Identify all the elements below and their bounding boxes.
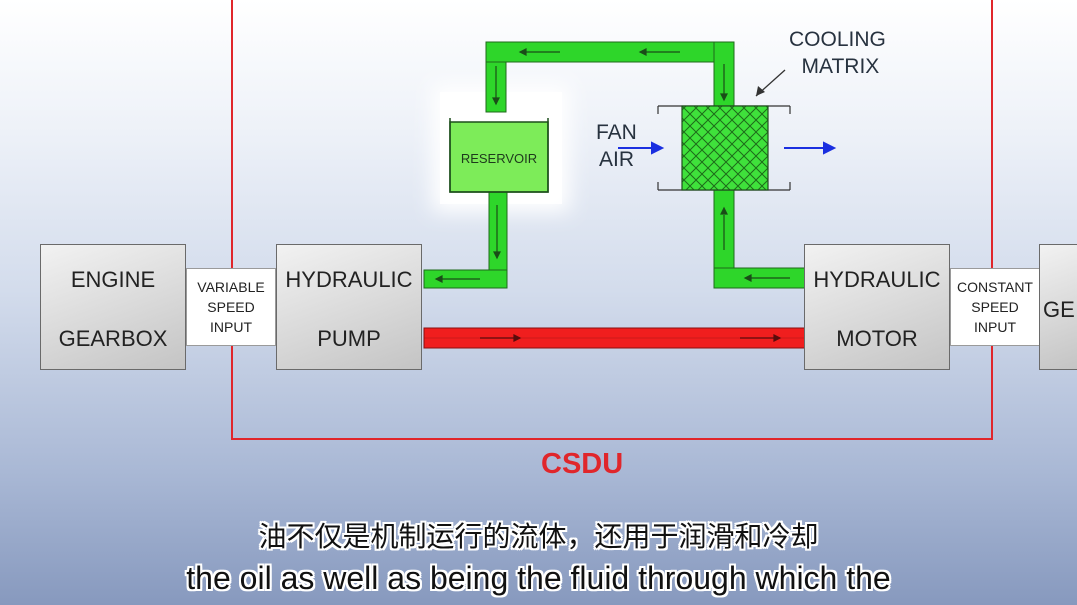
reservoir-label: RESERVOIR [460,151,538,166]
generator-label: GE [1043,297,1075,322]
subtitle-english: the oil as well as being the fluid throu… [186,560,891,596]
constant-speed-input-connector: CONSTANT SPEED INPUT [950,268,1040,346]
fan-air-label: FAN AIR [596,121,637,171]
gearbox-label: GEARBOX [58,326,168,351]
engine-label: ENGINE [70,267,156,292]
csdu-boundary [231,0,993,440]
reservoir-tank [449,121,549,193]
pump-hydraulic-label: HYDRAULIC [285,267,413,292]
hydraulic-motor-box: HYDRAULIC MOTOR [804,244,950,370]
generator-box: GE [1039,244,1077,370]
pump-label: PUMP [317,326,381,351]
hydraulic-pump-box: HYDRAULIC PUMP [276,244,422,370]
motor-label: MOTOR [836,326,918,351]
subtitle-chinese: 油不仅是机制运行的流体，还用于润滑和冷却 [258,520,819,553]
engine-gearbox-box: ENGINE GEARBOX [40,244,186,370]
motor-hydraulic-label: HYDRAULIC [813,267,941,292]
cooling-matrix [681,105,769,191]
cooling-matrix-label: COOLING MATRIX [789,28,886,78]
variable-speed-input-connector: VARIABLE SPEED INPUT [186,268,276,346]
csdu-label: CSDU [541,448,624,480]
